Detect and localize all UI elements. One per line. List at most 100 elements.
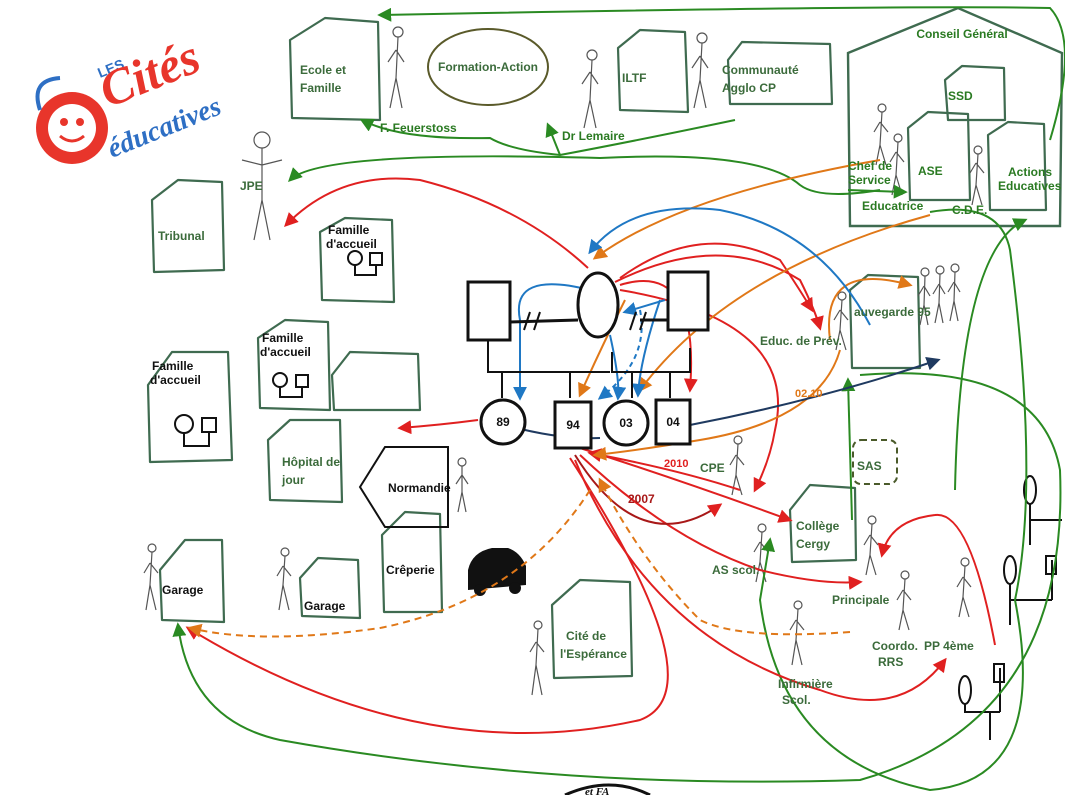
arrow-blue-04 [631,299,661,398]
label-0210: 02.10 [795,388,823,400]
car-icon [468,548,526,596]
arrow-red-educprev-2 [614,254,824,331]
label-sas: SAS [857,459,882,473]
person-iltf [691,32,709,109]
arrow-orange-94 [578,299,626,398]
arrow-blue-89 [513,283,591,401]
label-jpe: JPE [240,179,263,193]
label-college-2: Cergy [796,537,830,551]
label-creperie: Crêperie [386,563,435,577]
person-educ-prev [833,291,849,351]
person-infirmiere [789,600,805,666]
house-famille-accueil-3 [146,350,234,464]
arrow-red-principale-loop [877,513,996,646]
house-ase [906,110,972,202]
house-iltf [616,28,690,114]
label-garage-1: Garage [162,583,204,597]
label-accueil-3: d'accueil [150,373,201,387]
person-lemaire [581,49,599,129]
label-coordo-2: RRS [878,655,903,669]
label-principale: Principale [832,593,890,607]
label-cde: C.D.E. [952,203,987,217]
arrow-green-top [377,6,1065,141]
arrow-blue-top [588,207,871,326]
label-actions-1: Actions [1008,165,1052,179]
label-educatrice: Educatrice [862,199,924,213]
house-tribunal [150,178,226,274]
person-feuerstoss [387,26,405,109]
arrow-red-2010 [587,448,741,491]
house-hopital [266,418,344,504]
genogram-child-94 [553,400,593,450]
label-chef-1: Chef de [848,159,892,173]
arrow-red-garage [185,457,669,735]
label-infirmiere-1: Infirmière [778,677,833,691]
foster-symbols [174,250,383,447]
label-communaute-2: Agglo CP [722,81,776,95]
label-accueil-2: d'accueil [260,345,311,359]
arrow-orange-chef [592,159,881,260]
house-garage-2 [298,556,362,620]
label-ase: ASE [918,164,943,178]
people [143,26,985,696]
person-cpe [729,435,745,496]
watermark-stamp: et FA [564,783,651,795]
label-famille-2: Famille [262,331,304,345]
house-creperie [380,510,444,614]
arrow-orange-03 [638,214,931,393]
person-normandie [455,457,469,513]
person-sauvegarde-1 [917,267,931,326]
arrow-orange-dashed-infirmiere [598,477,851,636]
label-child-03: 03 [619,416,633,430]
label-child-04: 04 [666,415,680,429]
person-cite [529,620,545,696]
label-child-89: 89 [496,415,510,429]
label-college-1: Collège [796,519,840,533]
label-garage-2: Garage [304,599,346,613]
person-pp [956,557,972,618]
formation-action-ellipse [427,28,549,106]
arrow-green-actions [954,218,1028,491]
person-principale [863,515,879,576]
label-cite-2: l'Espérance [560,647,627,661]
label-chef-2: Service [848,173,891,187]
person-sauvegarde-3 [947,263,961,322]
arrow-green-college [841,377,856,521]
genogram-child-03 [602,399,650,447]
house-communaute [726,40,834,106]
label-formation-action: Formation-Action [438,60,538,74]
arrow-green-sauv-loop [172,372,1062,783]
house-college [788,483,858,564]
label-actions-2: Educatives [998,179,1062,193]
genogram-mother [576,271,620,339]
arrows [172,6,1065,792]
arrow-green-lemaire [359,118,736,157]
arrow-red-principale [579,454,863,590]
house-sauvegarde [848,273,922,370]
label-ssd: SSD [948,89,973,103]
genogram [466,270,710,450]
house-actions-educatives [986,120,1048,212]
arrow-green-jpe [288,155,881,195]
person-cde [969,145,985,206]
genogram-child-04 [654,398,692,446]
person-educatrice [889,133,905,196]
genogram-child-89 [479,398,527,446]
label-normandie: Normandie [388,481,451,495]
genogram-father [466,280,512,342]
label-feuerstoss: F. Feuerstoss [380,121,457,135]
person-coordo [896,570,912,631]
house-empty [330,350,422,412]
arrow-green-cde [758,208,1028,792]
person-jpe [241,131,283,241]
arrow-green-lemaire-up [545,122,561,156]
label-infirmiere-2: Scol. [782,693,811,707]
sas-box [852,439,898,485]
label-pp: PP 4ème [924,639,974,653]
label-cite-1: Cité de [566,629,606,643]
houses [146,16,1048,680]
label-sauvegarde: auvegarde 95 [854,305,931,319]
label-communaute-1: Communauté [722,63,799,77]
